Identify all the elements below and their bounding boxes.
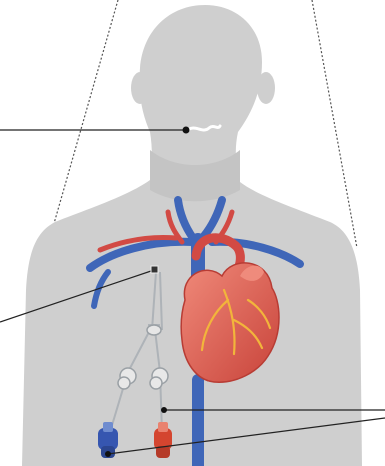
guide-line-right — [312, 0, 357, 248]
hub-marker — [105, 451, 111, 457]
insertion-marker — [151, 266, 158, 273]
lumen-marker — [161, 407, 167, 413]
catheter-junction — [147, 325, 161, 335]
neck-marker — [183, 127, 190, 134]
